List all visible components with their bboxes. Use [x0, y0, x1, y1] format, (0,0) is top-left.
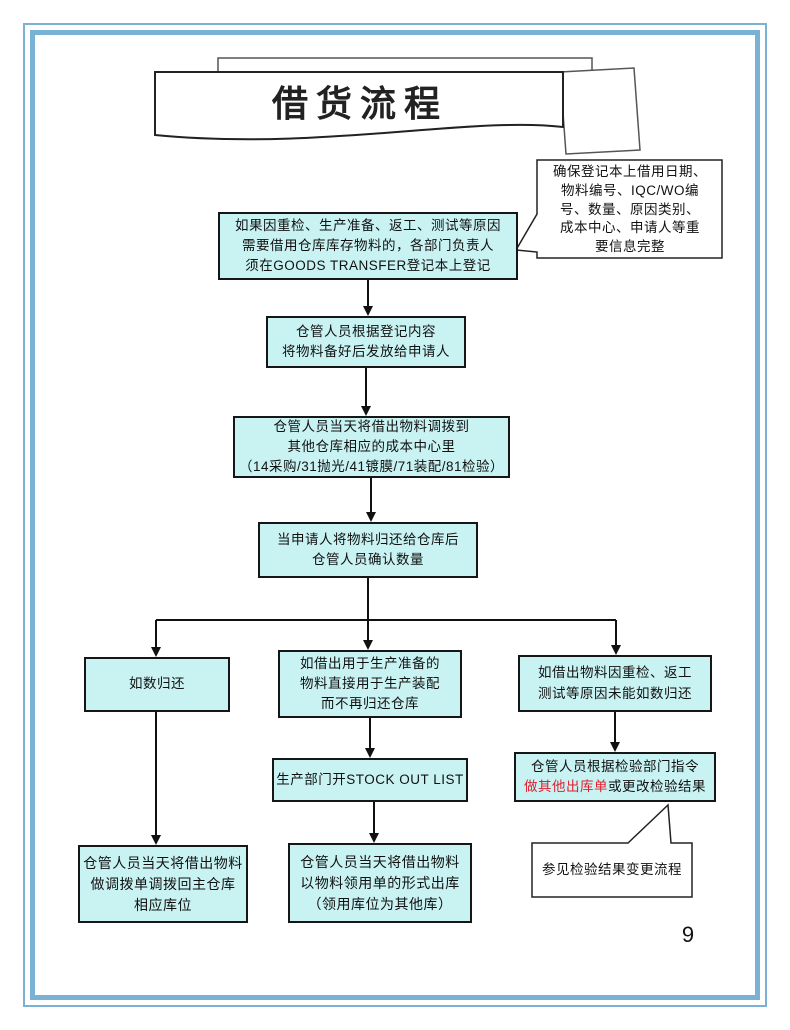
- step-line: 仓管人员当天将借出物料: [83, 854, 243, 871]
- page-title: 借货流程: [271, 83, 448, 124]
- step-line: 如借出用于生产准备的: [300, 655, 440, 671]
- step-line: 仓管人员确认数量: [312, 552, 424, 567]
- step-line: 仓管人员当天将借出物料调拨到: [273, 418, 470, 434]
- step-line: 相应库位: [134, 896, 192, 913]
- branch-used-in-production: 如借出用于生产准备的 物料直接用于生产装配 而不再归还仓库: [278, 650, 462, 718]
- page-number: 9: [681, 922, 695, 947]
- step-line-rest: 或更改检验结果: [608, 779, 706, 794]
- step-line: 如果因重检、生产准备、返工、测试等原因: [235, 217, 501, 233]
- step-line: 仓管人员根据检验部门指令: [531, 758, 699, 774]
- banner-side-sheet: [559, 67, 641, 155]
- callout-line: 确保登记本上借用日期、: [553, 164, 707, 180]
- register-note-callout: 确保登记本上借用日期、 物料编号、IQC/WO编 号、数量、原因类别、 成本中心…: [542, 164, 718, 256]
- step-inspection-instruction: 仓管人员根据检验部门指令 做其他出库单或更改检验结果: [514, 752, 716, 802]
- callout-line: 物料编号、IQC/WO编: [561, 183, 699, 199]
- step-prepare-materials: 仓管人员根据登记内容 将物料备好后发放给申请人: [266, 316, 466, 368]
- step-line: 做其他出库单或更改检验结果: [524, 777, 706, 797]
- step-line: 如数归还: [129, 676, 185, 692]
- result-change-callout: 参见检验结果变更流程: [534, 845, 690, 895]
- callout-line: 号、数量、原因类别、: [560, 201, 700, 217]
- step-line: 将物料备好后发放给申请人: [282, 344, 450, 359]
- step-transfer-back-warehouse: 仓管人员当天将借出物料 做调拨单调拨回主仓库 相应库位: [78, 845, 248, 923]
- step-line: 做调拨单调拨回主仓库: [90, 875, 236, 892]
- step-line: 仓管人员根据登记内容: [296, 323, 436, 339]
- step-register-goods-transfer: 如果因重检、生产准备、返工、测试等原因 需要借用仓库库存物料的，各部门负责人 须…: [218, 212, 518, 280]
- step-line: 物料直接用于生产装配: [300, 675, 440, 691]
- step-line: 仓管人员当天将借出物料: [300, 853, 460, 870]
- step-line: （领用库位为其他库）: [307, 895, 453, 912]
- step-confirm-quantity: 当申请人将物料归还给仓库后 仓管人员确认数量: [258, 522, 478, 578]
- callout-line: 参见检验结果变更流程: [542, 861, 682, 877]
- step-stock-out-list: 生产部门开STOCK OUT LIST: [272, 758, 468, 802]
- step-line: 以物料领用单的形式出库: [300, 874, 460, 891]
- branch-not-returned-in-full: 如借出物料因重检、返工 测试等原因未能如数归还: [518, 655, 712, 712]
- branch-returned-in-full: 如数归还: [84, 657, 230, 712]
- step-line: 其他仓库相应的成本中心里: [287, 438, 456, 454]
- highlighted-text: 做其他出库单: [524, 779, 608, 794]
- step-transfer-cost-center: 仓管人员当天将借出物料调拨到 其他仓库相应的成本中心里 （14采购/31抛光/4…: [233, 416, 510, 478]
- step-line: （14采购/31抛光/41镀膜/71装配/81检验）: [238, 459, 505, 475]
- step-line: 如借出物料因重检、返工: [538, 665, 692, 681]
- step-line: 须在GOODS TRANSFER登记本上登记: [245, 258, 491, 274]
- step-line: 当申请人将物料归还给仓库后: [277, 531, 459, 547]
- step-line: 需要借用仓库库存物料的，各部门负责人: [242, 237, 494, 253]
- callout-line: 要信息完整: [595, 238, 665, 254]
- step-line: 测试等原因未能如数归还: [538, 685, 692, 701]
- step-issue-out-requisition: 仓管人员当天将借出物料 以物料领用单的形式出库 （领用库位为其他库）: [288, 843, 472, 923]
- step-line: 而不再归还仓库: [321, 696, 419, 712]
- step-line: 生产部门开STOCK OUT LIST: [276, 771, 464, 787]
- callout-line: 成本中心、申请人等重: [560, 220, 700, 236]
